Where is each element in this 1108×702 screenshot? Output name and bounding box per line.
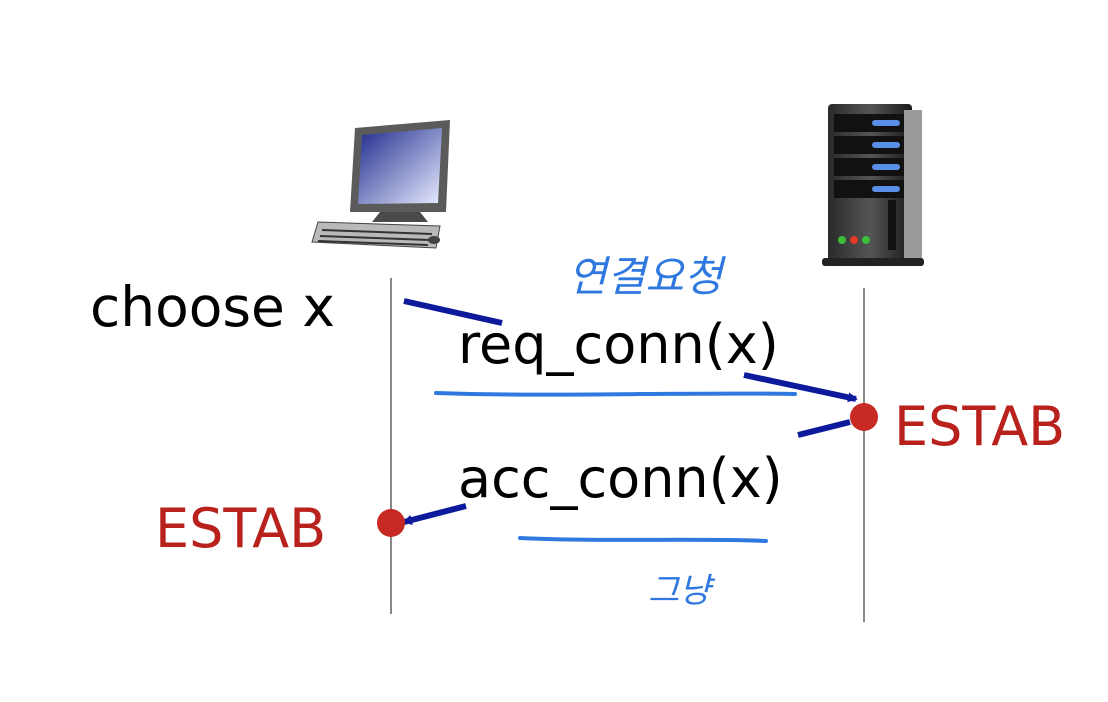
client-state-dot bbox=[377, 509, 405, 537]
server-state-label: ESTAB bbox=[894, 395, 1066, 458]
server-tower-icon bbox=[822, 104, 924, 266]
response-arrow-tail bbox=[797, 419, 851, 438]
client-event-label: choose x bbox=[90, 275, 335, 339]
request-arrow-head bbox=[743, 372, 858, 403]
desktop-computer-icon bbox=[311, 120, 450, 249]
server-state-dot bbox=[850, 403, 878, 431]
request-arrow-tail bbox=[403, 298, 503, 326]
request-underline bbox=[434, 391, 797, 397]
request-handwritten-note: 연결요청 bbox=[568, 252, 723, 301]
response-handwritten-note: 그냥 bbox=[648, 571, 711, 611]
response-message-label: acc_conn(x) bbox=[458, 447, 783, 510]
client-state-label: ESTAB bbox=[155, 497, 327, 560]
request-message-label: req_conn(x) bbox=[458, 313, 779, 376]
response-arrow-head bbox=[402, 503, 467, 525]
response-underline bbox=[518, 536, 768, 543]
